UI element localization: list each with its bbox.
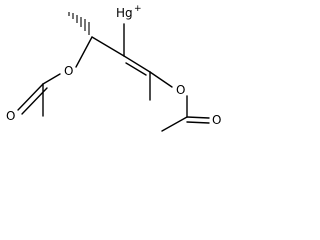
atom-labels: Hg + O O O O <box>4 4 222 127</box>
bond-c3-c4-double-outer <box>123 55 151 73</box>
bond-c2-oleft <box>75 36 93 68</box>
bond-carbonyl-right-a <box>186 116 210 119</box>
ester-oxygen-right-label: O <box>176 83 185 97</box>
bond-c2-c3 <box>91 36 125 57</box>
bond-cacyl-methyl-right <box>161 116 188 132</box>
chemical-structure: Hg + O O O O <box>4 4 222 132</box>
hashed-wedge-bond <box>68 12 90 35</box>
bond-c3-c4-double-inner <box>125 62 147 76</box>
mercury-label: Hg <box>116 6 133 20</box>
mercury-charge: + <box>134 4 142 14</box>
carbonyl-oxygen-right-label: O <box>212 113 221 127</box>
bond-carbonyl-left-a <box>17 83 44 111</box>
bond-carbonyl-left-b <box>21 87 48 115</box>
carbonyl-oxygen-left-label: O <box>6 109 15 123</box>
bond-carbonyl-right-b <box>186 121 210 124</box>
bond-c4-oright <box>149 71 173 88</box>
single-bonds <box>42 23 188 132</box>
ester-oxygen-left-label: O <box>64 64 73 78</box>
bond-oleft-cacyl <box>42 73 61 85</box>
double-bonds <box>17 55 210 124</box>
